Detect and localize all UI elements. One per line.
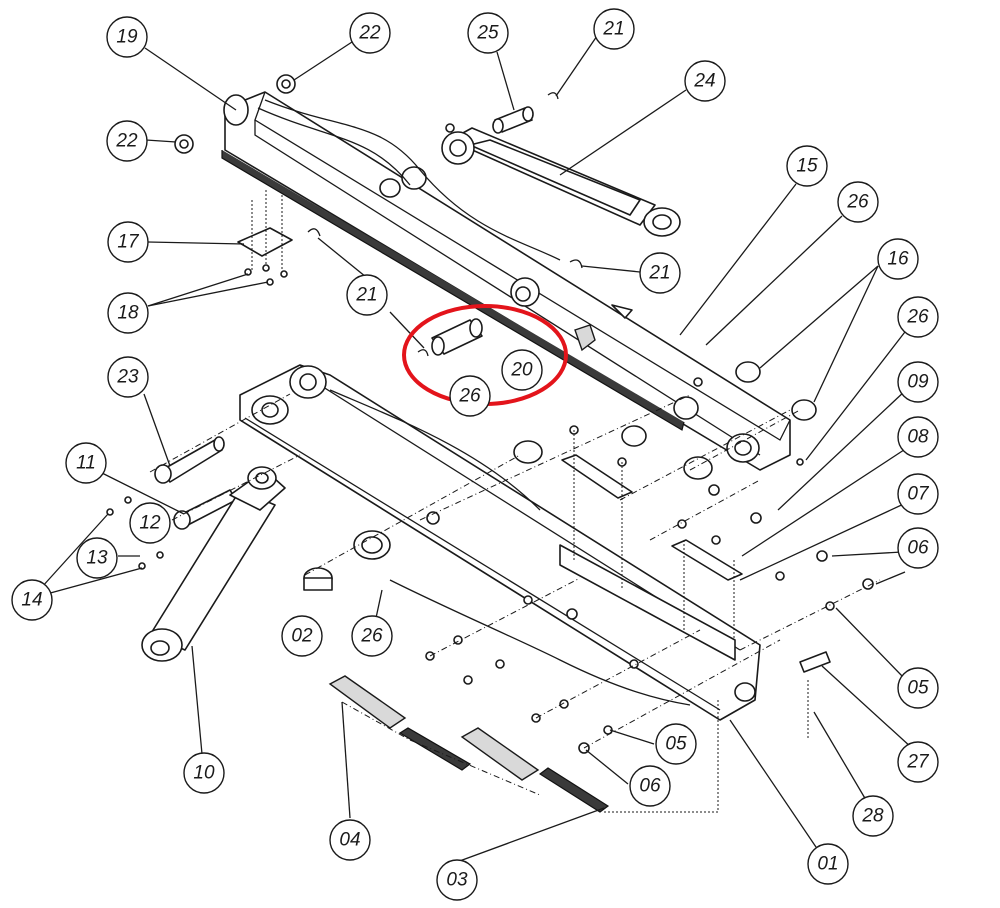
balloon-02: 02 [281,615,323,657]
balloon-22-left: 22 [106,120,148,162]
svg-text:05: 05 [665,734,687,755]
svg-text:24: 24 [693,71,715,92]
cylinder-10 [141,466,286,662]
balloon-05-right: 05 [897,667,939,709]
balloon-03: 03 [436,859,478,901]
balloon-15: 15 [786,145,828,187]
lower-boom [239,364,761,721]
balloon-08: 08 [897,416,939,458]
svg-text:11: 11 [76,453,96,474]
balloon-14: 14 [11,579,53,621]
svg-text:08: 08 [907,427,929,448]
balloon-22-top: 22 [349,12,391,54]
balloon-10: 10 [183,752,225,794]
bushings-16 [621,361,817,480]
balloon-18: 18 [107,292,149,334]
balloon-01: 01 [807,843,849,885]
bushing-02 [303,440,543,591]
balloon-07: 07 [897,473,939,515]
balloon-04: 04 [329,819,371,861]
svg-text:18: 18 [117,303,139,324]
svg-text:06: 06 [639,776,661,797]
svg-text:25: 25 [476,23,499,44]
svg-text:22: 22 [115,131,138,152]
svg-text:07: 07 [907,484,930,505]
balloon-21-top: 21 [593,8,635,50]
pin-25 [492,106,534,134]
balloon-23: 23 [107,356,149,398]
svg-text:15: 15 [796,156,818,177]
svg-text:01: 01 [817,854,838,875]
balloon-24: 24 [684,60,726,102]
balloon-09: 09 [897,361,939,403]
plate-17 [237,190,293,286]
washers-22 [174,74,296,154]
balloon-20: 20 [501,349,543,391]
strips-04-03 [328,675,610,813]
balloon-12: 12 [129,502,171,544]
balloon-21-right: 21 [639,252,681,294]
balloon-21-mid: 21 [346,274,388,316]
svg-text:28: 28 [861,806,884,827]
svg-text:10: 10 [193,763,215,784]
svg-text:14: 14 [21,590,42,611]
balloon-28: 28 [852,795,894,837]
svg-text:19: 19 [116,27,138,48]
svg-text:22: 22 [358,23,381,44]
pin-11 [173,489,237,530]
svg-text:03: 03 [446,870,468,891]
wear-pads-08 [561,454,743,581]
balloon-27: 27 [897,741,939,783]
cylinder-24 [441,123,681,237]
balloon-26-lower: 26 [351,615,393,657]
svg-text:13: 13 [86,548,108,569]
svg-text:20: 20 [510,360,533,381]
balloon-25: 25 [467,12,509,54]
svg-text:05: 05 [907,678,929,699]
hardware [106,425,874,754]
svg-text:27: 27 [906,752,930,773]
balloon-17: 17 [107,221,149,263]
svg-text:06: 06 [907,538,929,559]
svg-text:12: 12 [139,513,161,534]
pin-20 [431,318,483,356]
balloon-05-lower: 05 [655,723,697,765]
balloon-26-right: 26 [897,296,939,338]
svg-text:16: 16 [887,249,909,270]
balloon-13: 13 [76,537,118,579]
svg-text:21: 21 [648,263,670,284]
svg-text:02: 02 [291,626,313,647]
balloon-11: 11 [65,442,107,484]
balloon-06-right: 06 [897,527,939,569]
upper-boom [221,91,791,471]
balloon-26-upper: 26 [837,181,879,223]
balloon-26-highlight: 26 [449,375,491,417]
svg-text:26: 26 [846,192,869,213]
svg-text:26: 26 [458,386,481,407]
svg-text:23: 23 [116,367,139,388]
clips-21 [307,92,583,357]
svg-text:26: 26 [906,307,929,328]
svg-text:21: 21 [602,19,624,40]
svg-text:17: 17 [117,232,140,253]
svg-text:21: 21 [355,285,377,306]
balloon-06-lower: 06 [629,765,671,807]
pin-23 [154,436,225,484]
svg-text:26: 26 [360,626,383,647]
balloon-16: 16 [877,238,919,280]
svg-text:04: 04 [339,830,360,851]
svg-text:09: 09 [907,372,929,393]
balloon-19: 19 [106,16,148,58]
